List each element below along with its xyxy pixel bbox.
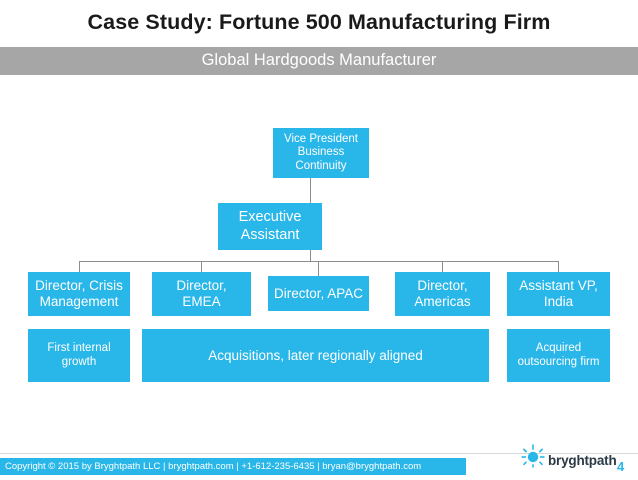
org-node-director-americas: Director, Americas xyxy=(395,272,490,316)
connector-ea-to-bus xyxy=(310,250,311,261)
org-node-director-emea: Director, EMEA xyxy=(152,272,251,316)
footer-copyright: Copyright © 2015 by Bryghtpath LLC | bry… xyxy=(5,461,422,472)
connector-vp-to-ea xyxy=(310,178,311,203)
note-acquisitions: Acquisitions, later regionally aligned xyxy=(142,329,489,382)
org-node-executive-assistant: Executive Assistant xyxy=(218,203,322,250)
connector-branch-4 xyxy=(442,261,443,272)
org-node-director-crisis-management: Director, Crisis Management xyxy=(28,272,130,316)
connector-branch-2 xyxy=(201,261,202,272)
subtitle: Global Hardgoods Manufacturer xyxy=(201,51,437,69)
note-acquired-outsourcing-firm: Acquired outsourcing firm xyxy=(507,329,610,382)
sunburst-icon xyxy=(521,444,545,468)
bryghtpath-logo: bryghtpath xyxy=(521,444,617,476)
org-node-vice-president: Vice President Business Continuity xyxy=(273,128,369,178)
org-node-assistant-vp-india: Assistant VP, India xyxy=(507,272,610,316)
page-number: 4 xyxy=(617,459,625,474)
footer-accent-strip xyxy=(0,458,466,475)
logo-wordmark: bryghtpath xyxy=(548,453,617,468)
org-node-director-apac: Director, APAC xyxy=(268,276,369,311)
note-first-internal-growth: First internal growth xyxy=(28,329,130,382)
connector-branch-5 xyxy=(558,261,559,272)
subtitle-bar xyxy=(0,47,638,75)
connector-branch-3 xyxy=(318,261,319,276)
connector-horizontal-bus xyxy=(79,261,559,262)
page-title: Case Study: Fortune 500 Manufacturing Fi… xyxy=(87,10,551,34)
connector-branch-1 xyxy=(79,261,80,272)
